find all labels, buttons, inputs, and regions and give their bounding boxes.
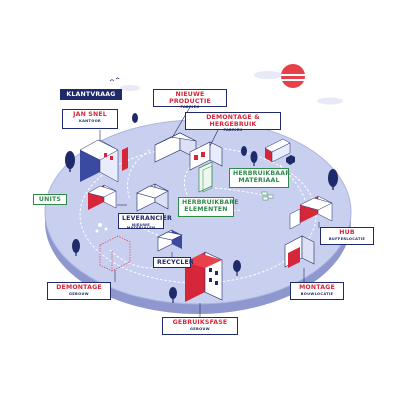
- assembly-site: [284, 235, 315, 268]
- label-klantvraag: KLANTVRAAG: [60, 89, 122, 100]
- supplier-building: [136, 183, 169, 212]
- label-demontage: DEMONTAGE GEBOUW: [47, 282, 111, 300]
- label-demontage-hergebruik-title: DEMONTAGE & HERGEBRUIK: [206, 114, 260, 128]
- label-jan-snel-title: JAN SNEL: [73, 111, 107, 118]
- label-units: UNITS: [33, 194, 67, 205]
- label-hub-title: HUB: [339, 229, 355, 236]
- label-herbruikbaar-materiaal: HERBRUIKBAAR MATERIAAL: [229, 168, 291, 188]
- label-hub-sub: BUFFERLOCATIE: [328, 236, 366, 241]
- label-klantvraag-title: KLANTVRAAG: [66, 91, 116, 98]
- label-hub: HUB BUFFERLOCATIE: [320, 227, 374, 245]
- label-recycler-title: RECYCLER: [157, 259, 194, 266]
- recycler-building: [157, 229, 183, 252]
- label-montage-sub: BOUWLOCATIE: [300, 291, 334, 296]
- label-leverancier-sub: NIEUWE MATERIALEN: [126, 222, 156, 231]
- label-demontage-title: DEMONTAGE: [56, 284, 102, 291]
- label-gebruiksfase-title: GEBRUIKSFASE: [172, 319, 228, 326]
- truck-icon: [264, 138, 295, 165]
- supplier-mark-icon: [95, 223, 108, 233]
- reusable-elements-stack: [198, 161, 213, 193]
- label-jan-snel: JAN SNEL KANTOOR: [62, 109, 118, 129]
- label-units-title: UNITS: [38, 196, 62, 203]
- label-herbruikbare-elementen: HERBRUIKBARE ELEMENTEN: [178, 197, 239, 217]
- label-gebruiksfase-sub: GEBOUW: [190, 326, 210, 331]
- label-leverancier-title: LEVERANCIER: [122, 215, 172, 222]
- hub-building: [289, 195, 333, 230]
- label-nieuwe-productie-title: NIEUWE PRODUCTIE: [169, 91, 211, 105]
- label-demontage-hergebruik: DEMONTAGE & HERGEBRUIK FABRIEK: [185, 112, 281, 132]
- label-montage-title: MONTAGE: [299, 284, 335, 291]
- reusable-material-pile: [261, 191, 274, 201]
- label-nieuwe-productie: NIEUWE PRODUCTIE FABRIEK: [153, 89, 227, 109]
- label-demontage-sub: GEBOUW: [69, 291, 89, 296]
- demolition-site: [99, 235, 131, 272]
- label-leverancier: LEVERANCIER NIEUWE MATERIALEN: [118, 213, 172, 231]
- label-recycler: RECYCLER: [153, 257, 194, 268]
- units-building: [87, 184, 117, 210]
- tree-icon: [65, 113, 338, 303]
- dismantle-reuse-factory: [189, 141, 223, 171]
- label-jan-snel-sub: KANTOOR: [78, 118, 101, 123]
- office-building: [79, 139, 128, 183]
- sun-icon: [279, 64, 307, 88]
- cloud-icon: [120, 71, 343, 105]
- usage-building: [185, 251, 223, 302]
- label-gebruiksfase: GEBRUIKSFASE GEBOUW: [162, 317, 238, 335]
- label-demontage-hergebruik-sub: FABRIEK: [223, 128, 243, 132]
- label-herbruikbare-elementen-title: HERBRUIKBARE ELEMENTEN: [182, 199, 239, 213]
- label-herbruikbaar-materiaal-title: HERBRUIKBAAR MATERIAAL: [233, 170, 291, 184]
- label-nieuwe-productie-sub: FABRIEK: [180, 105, 200, 109]
- label-montage: MONTAGE BOUWLOCATIE: [290, 282, 344, 300]
